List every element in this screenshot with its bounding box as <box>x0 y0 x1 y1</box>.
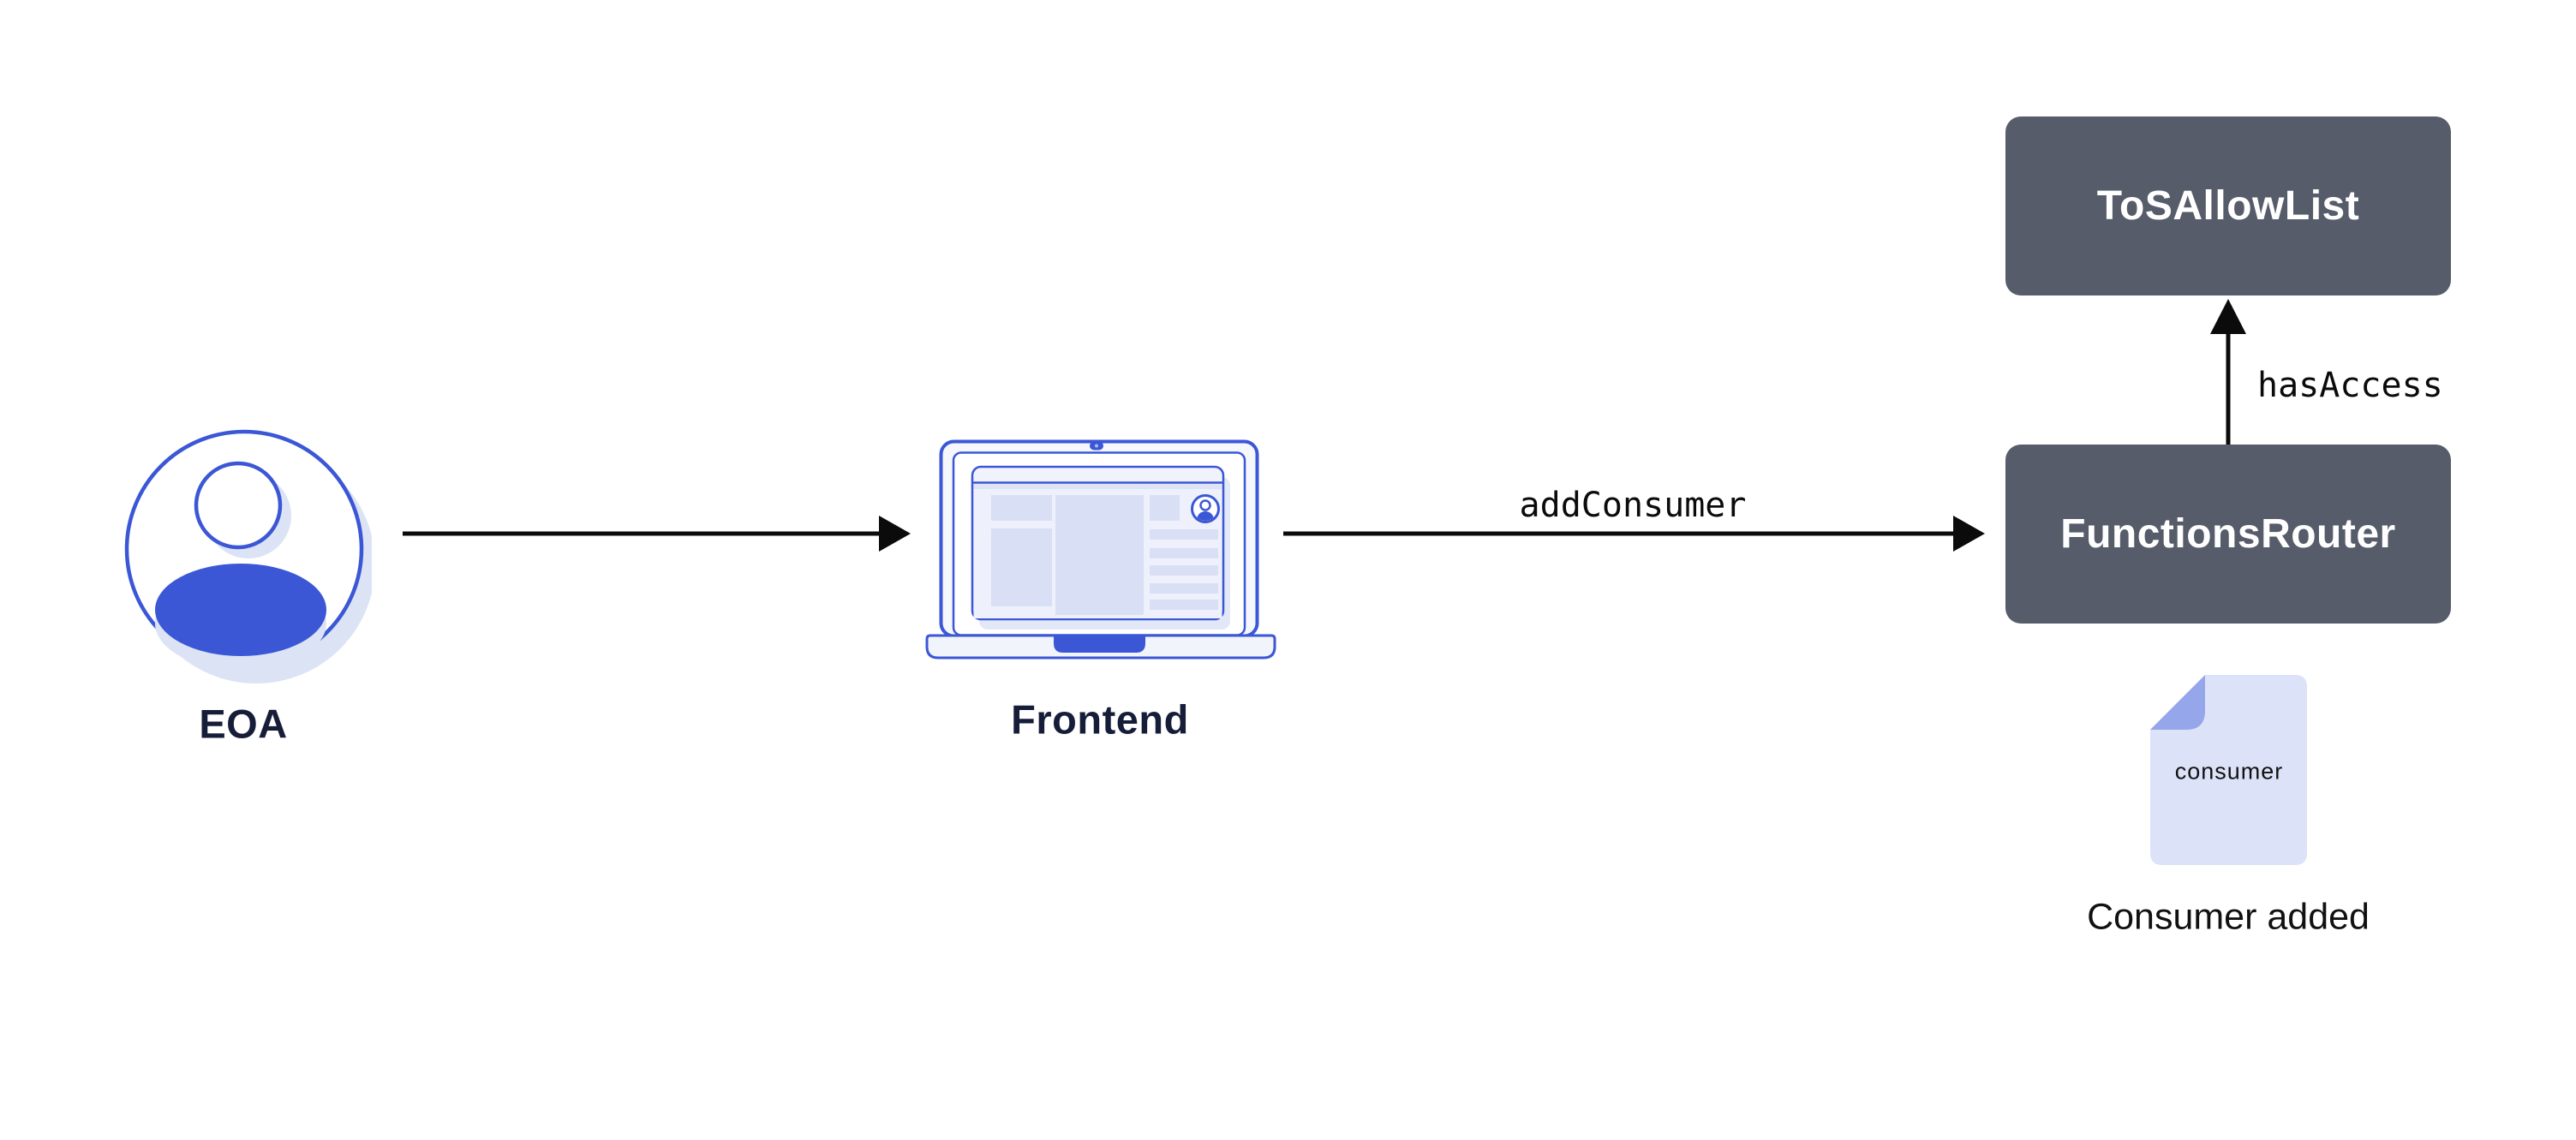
arrowhead-right-icon <box>1953 516 1985 552</box>
laptop-icon <box>925 439 1276 660</box>
document-icon <box>2150 675 2307 865</box>
document-text: consumer <box>2174 758 2284 785</box>
consumer-added-caption: Consumer added <box>2087 896 2370 938</box>
arrow-eoa-to-frontend <box>403 516 911 552</box>
person-avatar-icon <box>124 429 372 683</box>
eoa-label: EOA <box>199 701 288 747</box>
user-avatar-icon <box>1191 494 1220 523</box>
node-functionsrouter: FunctionsRouter <box>2005 445 2451 624</box>
edge-label-hasaccess: hasAccess <box>2257 366 2443 405</box>
node-tosallowlist: ToSAllowList <box>2005 116 2451 295</box>
arrowhead-up-icon <box>2210 299 2246 334</box>
frontend-label: Frontend <box>1011 696 1189 743</box>
edge-label-addconsumer: addConsumer <box>1519 486 1747 525</box>
arrow-functionsrouter-to-tosallowlist <box>2210 299 2246 445</box>
tosallowlist-label: ToSAllowList <box>2096 183 2360 229</box>
functionsrouter-label: FunctionsRouter <box>2060 511 2396 557</box>
arrowhead-right-icon <box>879 516 911 552</box>
arrow-frontend-to-functionsrouter <box>1283 516 1985 552</box>
